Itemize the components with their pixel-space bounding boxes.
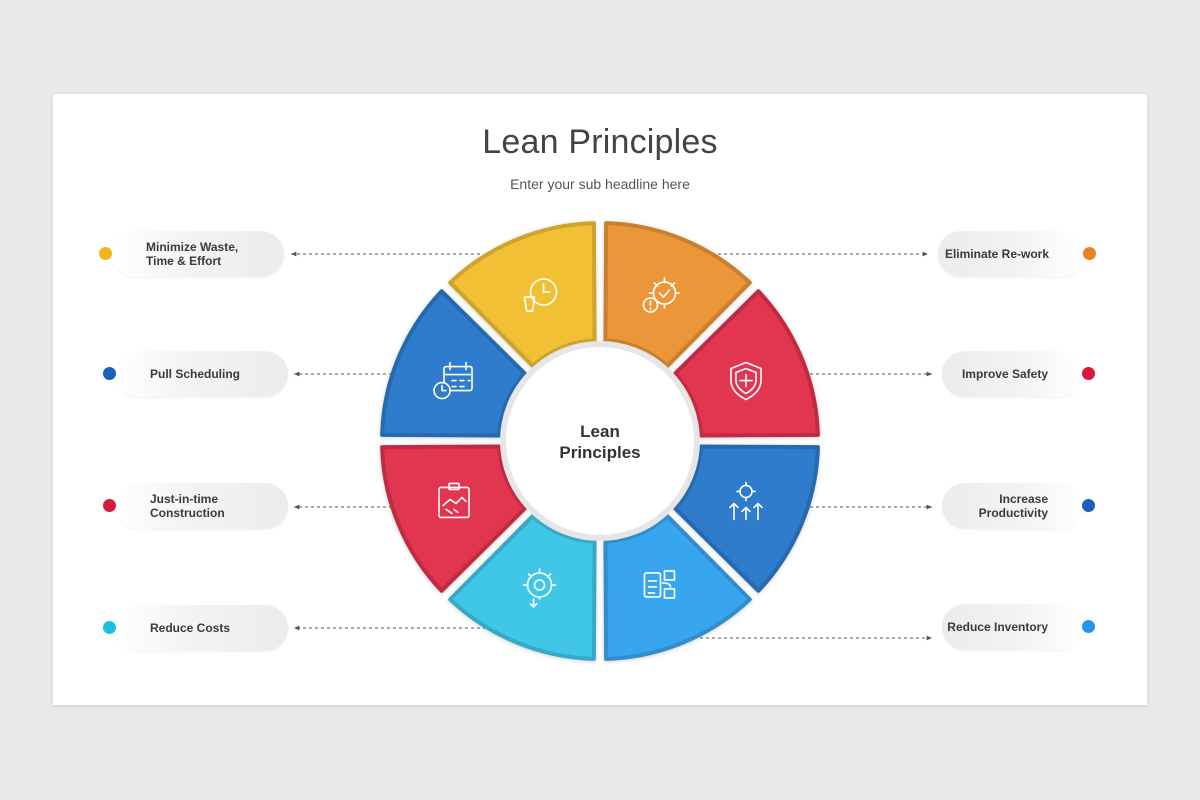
bullet-dot	[99, 247, 112, 260]
right-item-improve-safety: Improve Safety	[942, 351, 1095, 397]
calendar-clock-icon	[433, 361, 473, 400]
clock-cup-icon	[523, 278, 558, 312]
gear-coin-icon	[522, 568, 557, 608]
segment-reduce-costs	[448, 514, 597, 661]
right-item-label: Reduce Inventory	[947, 620, 1048, 634]
center-label-line2: Principles	[559, 443, 640, 462]
segment-reduce-inventory	[603, 514, 752, 661]
shield-icon	[730, 361, 762, 401]
bullet-dot	[103, 499, 116, 512]
right-item-label: Increase Productivity	[978, 492, 1048, 520]
clipboard-boxes-icon	[643, 570, 676, 599]
page-subtitle: Enter your sub headline here	[510, 176, 690, 192]
growth-gear-icon	[729, 481, 763, 521]
segment-eliminate-rework	[603, 221, 752, 368]
bullet-dot	[1082, 367, 1095, 380]
bullet-dot	[103, 621, 116, 634]
bullet-dot	[1082, 499, 1095, 512]
handshake-clipboard-icon	[438, 482, 470, 519]
right-item-increase-productivity: Increase Productivity	[942, 483, 1095, 529]
left-item-label: Reduce Costs	[150, 621, 231, 635]
bullet-dot	[103, 367, 116, 380]
page-title: Lean Principles	[482, 123, 718, 161]
segment-just-in-time	[380, 444, 527, 593]
segment-pull-scheduling	[380, 289, 527, 438]
left-item-label: Pull Scheduling	[150, 367, 241, 381]
left-item-label: Minimize Waste, Time & Effort	[146, 240, 239, 268]
left-item-reduce-costs: Reduce Costs	[103, 605, 288, 651]
right-item-label: Improve Safety	[961, 367, 1048, 381]
left-item-just-in-time: Just-in-time Construction	[103, 483, 288, 529]
left-item-minimize-waste: Minimize Waste, Time & Effort	[99, 231, 284, 277]
right-item-label: Eliminate Re-work	[944, 247, 1049, 261]
bullet-dot	[1083, 247, 1096, 260]
bullet-dot	[1082, 620, 1095, 633]
left-item-label: Just-in-time Construction	[150, 492, 225, 520]
left-item-pull-scheduling: Pull Scheduling	[103, 351, 288, 397]
gear-check-icon	[642, 277, 681, 313]
right-item-reduce-inventory: Reduce Inventory	[942, 604, 1095, 650]
center-circle	[500, 341, 700, 541]
right-item-eliminate-rework: Eliminate Re-work	[938, 231, 1096, 277]
segment-minimize-waste	[448, 221, 597, 368]
center-label-line1: Lean	[580, 422, 620, 441]
